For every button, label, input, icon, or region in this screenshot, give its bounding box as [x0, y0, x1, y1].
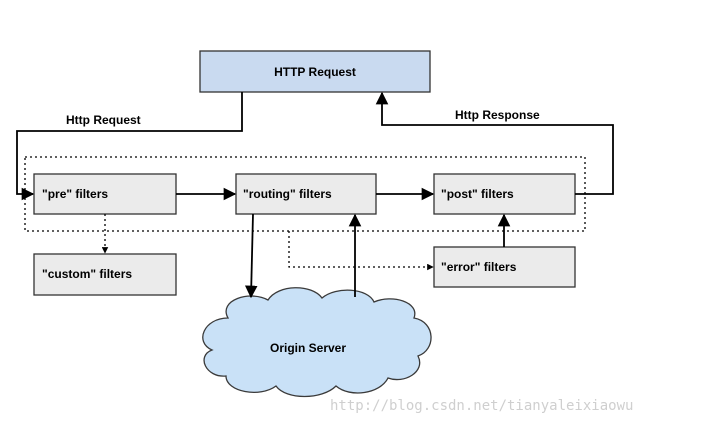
edge-label-response: Http Response: [455, 108, 540, 122]
routing-filters-box: [235, 173, 377, 215]
watermark-text: http://blog.csdn.net/tianyaleixiaowu: [330, 398, 633, 414]
routing-filters-node: "routing" filters: [235, 173, 377, 215]
origin-server-cloud: [202, 287, 432, 398]
custom-filters-box: [33, 253, 177, 296]
edge-routing-to-error: [288, 231, 434, 271]
post-filters-label: "post" filters: [441, 187, 514, 201]
edge-label-request: Http Request: [66, 113, 141, 127]
pre-filters-node: "pre" filters: [33, 173, 177, 215]
http-request-box: [199, 50, 431, 93]
routing-filters-label: "routing" filters: [243, 187, 332, 201]
origin-server-label: Origin Server: [270, 341, 346, 355]
origin-server-node: Origin Server: [202, 287, 432, 398]
pre-filters-label: "pre" filters: [42, 187, 108, 201]
post-filters-node: "post" filters: [433, 173, 576, 215]
custom-filters-node: "custom" filters: [33, 253, 177, 296]
edge-routing-to-origin: [244, 213, 258, 299]
pre-filters-box: [33, 173, 177, 215]
edge-request-to-pre: [16, 92, 243, 201]
error-filters-box: [433, 246, 576, 288]
custom-filters-label: "custom" filters: [42, 267, 132, 281]
http-request-node: HTTP Request: [199, 50, 431, 93]
error-filters-label: "error" filters: [441, 260, 517, 274]
error-filters-node: "error" filters: [433, 246, 576, 288]
edge-post-to-response: [375, 91, 614, 195]
http-request-label: HTTP Request: [274, 65, 356, 79]
